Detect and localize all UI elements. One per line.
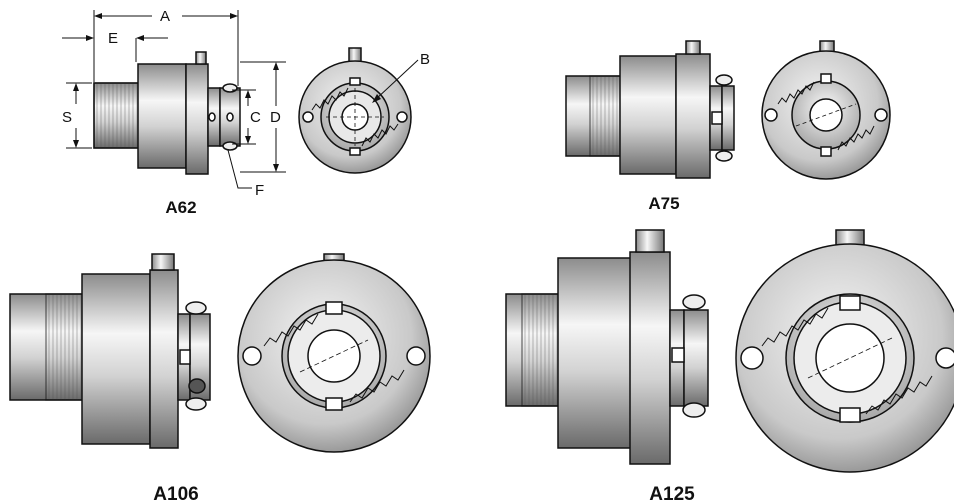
dimension-a-label: A bbox=[160, 8, 170, 25]
a75-side-view bbox=[565, 40, 735, 179]
model-label-a125: A125 bbox=[649, 484, 695, 504]
a125-side-view bbox=[505, 229, 709, 465]
model-label-a106: A106 bbox=[153, 484, 198, 504]
a75-front-view bbox=[761, 40, 891, 180]
a106-front-view bbox=[237, 253, 431, 453]
dimension-d-label: D bbox=[270, 109, 281, 126]
dimension-s-label: S bbox=[62, 109, 72, 126]
dimension-f-label: F bbox=[255, 182, 264, 199]
dimension-b-label: B bbox=[420, 51, 430, 68]
model-label-a75: A75 bbox=[648, 194, 679, 213]
model-label-a62: A62 bbox=[165, 198, 196, 217]
a62-dimensions bbox=[62, 10, 286, 189]
a62-side-view bbox=[93, 51, 241, 175]
a106-side-view bbox=[9, 253, 211, 449]
a62-dim-arrows bbox=[73, 13, 279, 172]
a125-front-view bbox=[735, 229, 954, 473]
dimension-b-arrow bbox=[372, 94, 381, 103]
dimension-e-label: E bbox=[108, 30, 118, 47]
dimension-c-label: C bbox=[250, 109, 261, 126]
a62-front-view bbox=[298, 47, 419, 174]
